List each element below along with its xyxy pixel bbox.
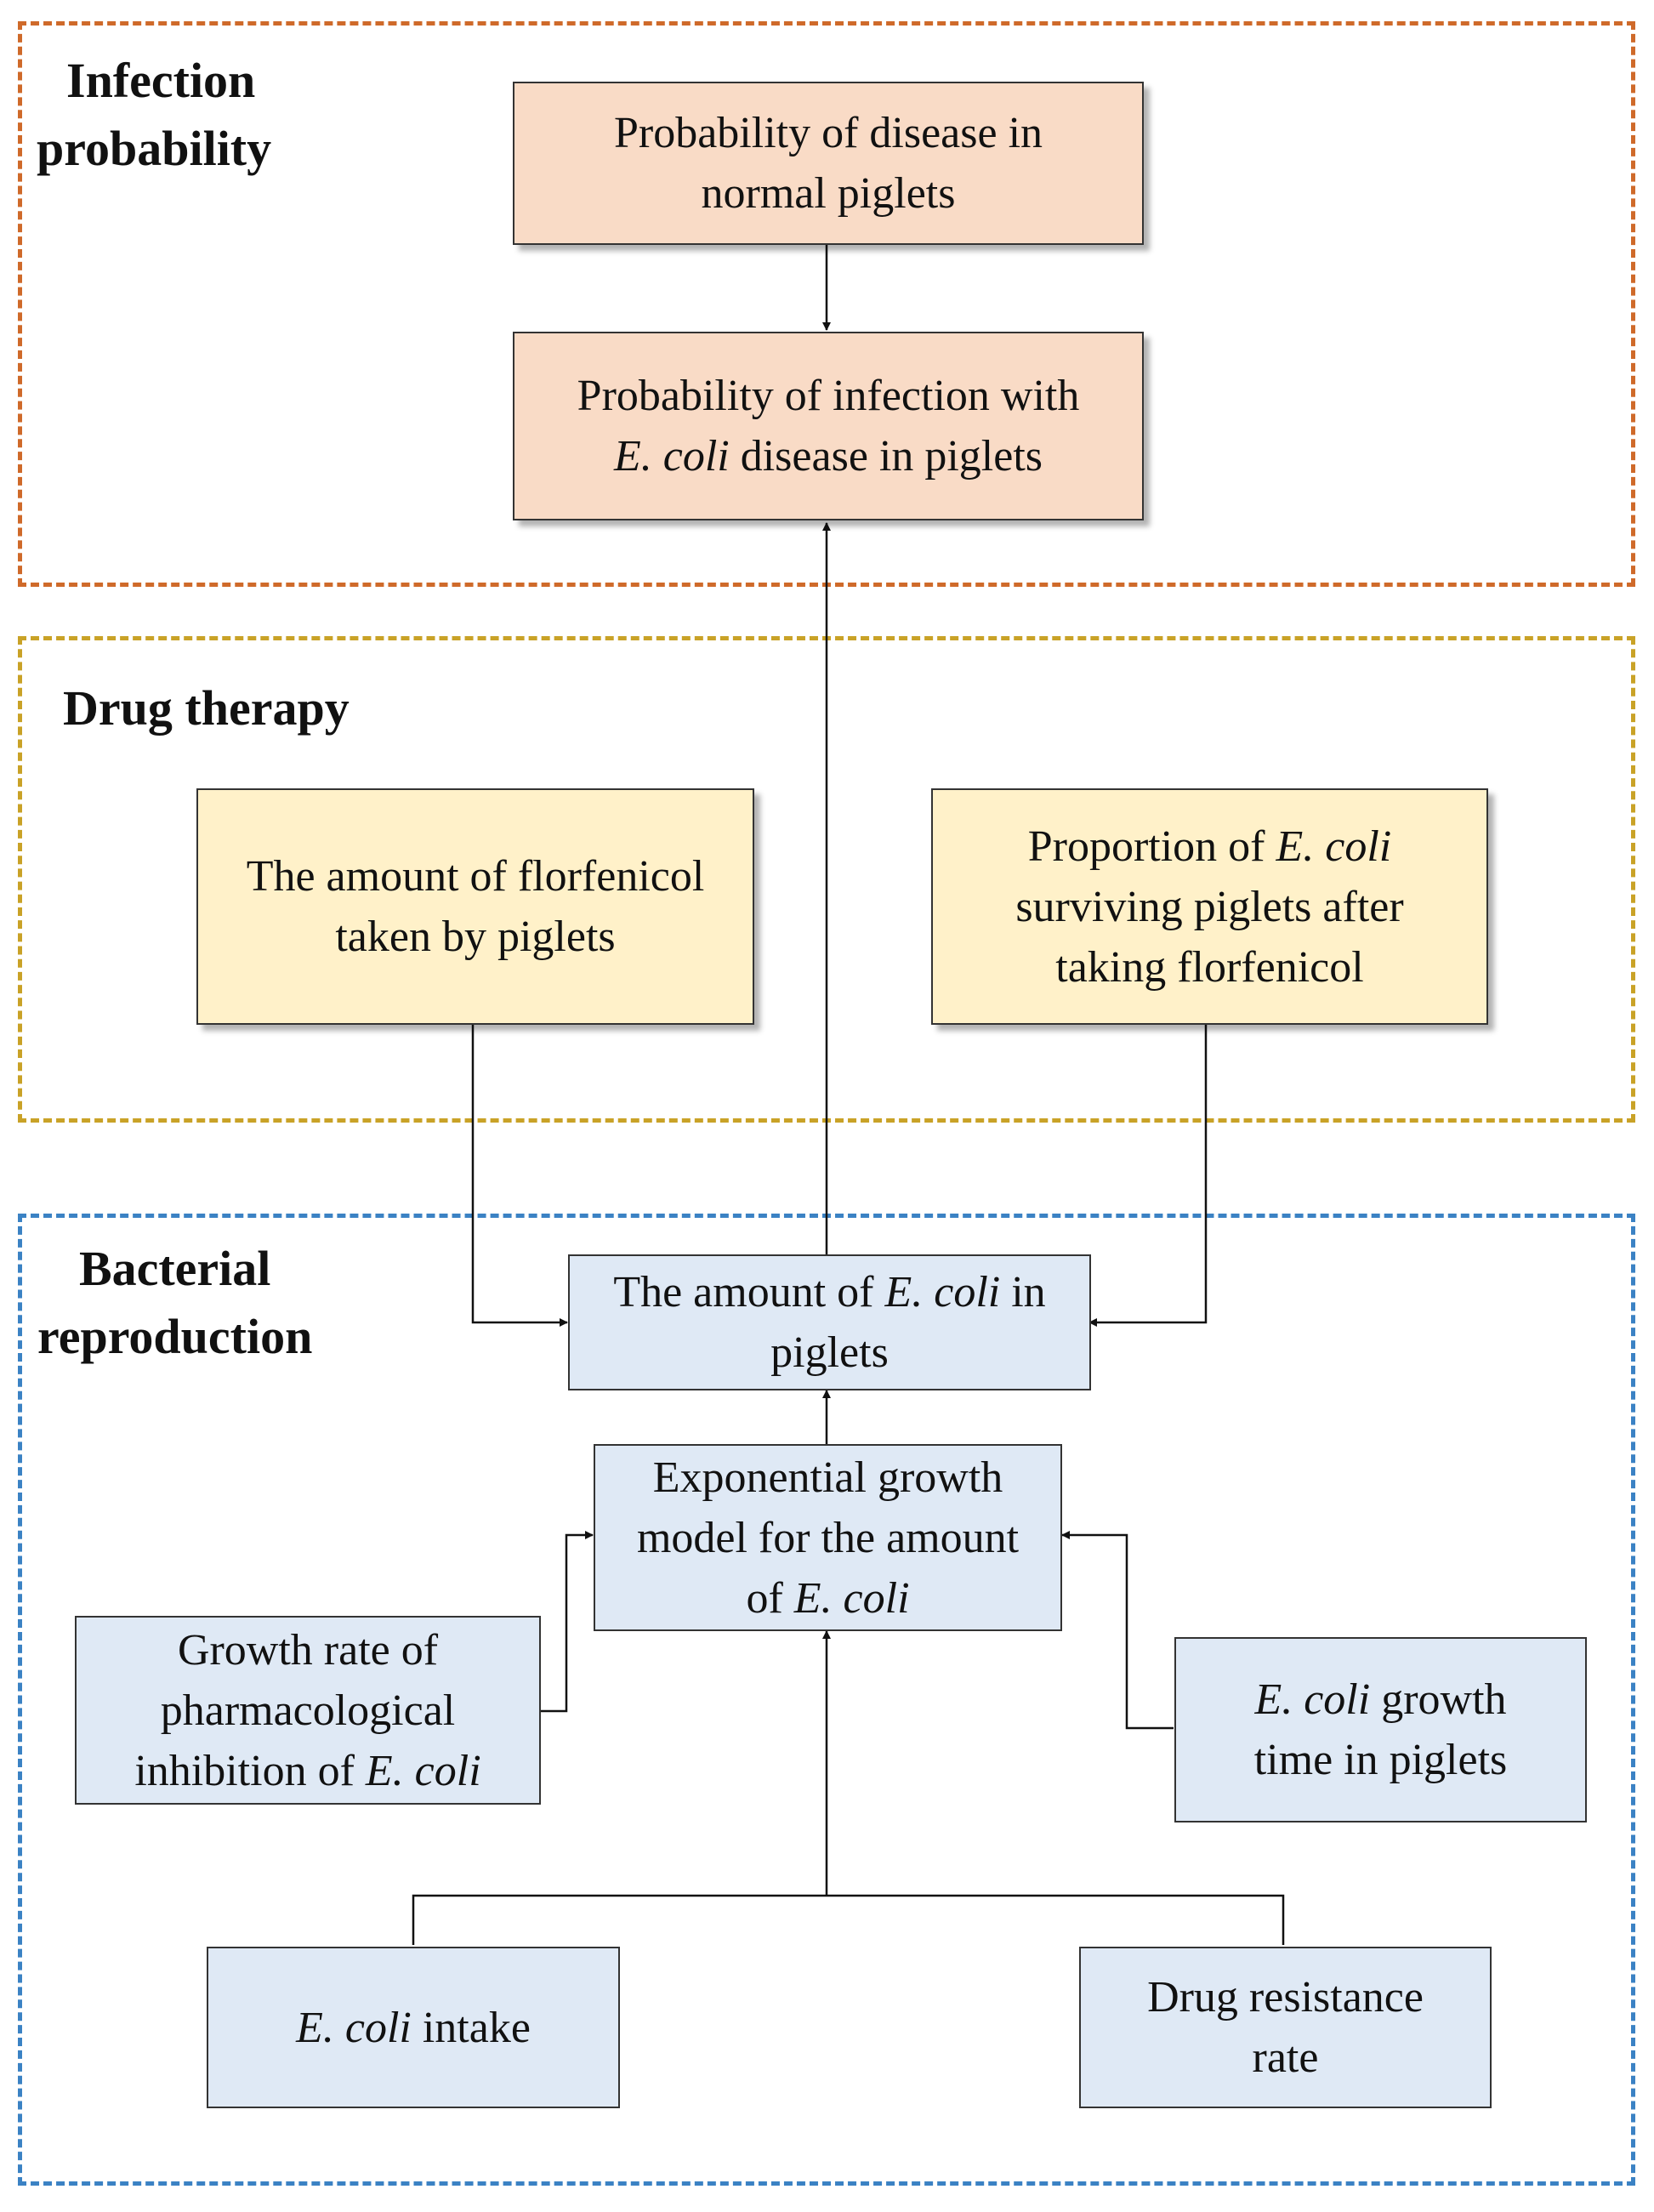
infection-prob-line2: E. coli disease in piglets [577, 426, 1080, 486]
growth-model-line3-italic: E. coli [793, 1573, 910, 1623]
surviving-line1-italic: E. coli [1276, 822, 1392, 871]
inhibition-line2: pharmacological [160, 1686, 456, 1735]
growth-time-italic: E. coli [1254, 1675, 1371, 1724]
bacteria-title-line2: reproduction [37, 1309, 313, 1364]
intake-italic: E. coli [296, 2003, 412, 2052]
inhibition-line3-text: inhibition of [134, 1746, 366, 1795]
growth-time-line2: time in piglets [1253, 1736, 1508, 1784]
inhibition-line1: Growth rate of [177, 1625, 439, 1675]
infection-probability-title: Infection probability [37, 47, 271, 183]
infection-prob-italic: E. coli [613, 432, 730, 480]
florfenicol-line1: The amount of florfenicol [246, 852, 705, 901]
surviving-line1: Proportion of E. coli [1015, 816, 1403, 877]
drug-therapy-title: Drug therapy [63, 680, 350, 736]
intake-rest: intake [411, 2003, 531, 2052]
infection-prob-line1: Probability of infection with [577, 372, 1080, 420]
normal-disease-line2: normal piglets [701, 169, 956, 218]
box-florfenicol-amount: The amount of florfenicol taken by pigle… [196, 788, 754, 1025]
inhibition-line3-italic: E. coli [365, 1746, 481, 1795]
infection-title-line1: Infection [66, 53, 256, 108]
growth-model-line3: of E. coli [637, 1568, 1019, 1629]
box-ecoli-intake: E. coli intake [207, 1947, 620, 2108]
box-drug-resistance: Drug resistance rate [1079, 1947, 1492, 2108]
growth-model-line3-text: of [746, 1573, 794, 1623]
surviving-line1-text: Proportion of [1027, 822, 1276, 871]
bacterial-reproduction-title: Bacterial reproduction [37, 1235, 312, 1371]
inhibition-line3: inhibition of E. coli [134, 1741, 480, 1801]
ecoli-amount-italic: E. coli [884, 1268, 1001, 1316]
ecoli-amount-text: The amount of [613, 1268, 885, 1316]
surviving-line3: taking florfenicol [1055, 942, 1364, 992]
growth-time-line1: E. coli growth [1254, 1669, 1508, 1730]
growth-model-line1: Exponential growth [652, 1453, 1003, 1502]
box-growth-time: E. coli growth time in piglets [1174, 1637, 1587, 1822]
box-inhibition-rate: Growth rate of pharmacological inhibitio… [75, 1616, 541, 1805]
growth-time-rest: growth [1370, 1675, 1507, 1724]
florfenicol-line2: taken by piglets [335, 913, 616, 961]
ecoli-amount-line1: The amount of E. coli in [613, 1262, 1045, 1322]
box-growth-model: Exponential growth model for the amount … [594, 1444, 1062, 1631]
box-probability-normal-piglets: Probability of disease in normal piglets [513, 82, 1144, 245]
infection-title-line2: probability [37, 121, 272, 176]
box-surviving-proportion: Proportion of E. coli surviving piglets … [931, 788, 1488, 1025]
box-probability-ecoli-infection: Probability of infection with E. coli di… [513, 332, 1144, 520]
resistance-line2: rate [1252, 2033, 1319, 2082]
box-ecoli-amount: The amount of E. coli in piglets [568, 1254, 1091, 1390]
growth-model-line2: model for the amount [636, 1513, 1020, 1562]
surviving-line2: surviving piglets after [1015, 882, 1404, 931]
bacteria-title-line1: Bacterial [78, 1241, 271, 1296]
resistance-line1: Drug resistance [1147, 1973, 1424, 2022]
normal-disease-line1: Probability of disease in [613, 109, 1043, 157]
ecoli-amount-rest: in [1000, 1268, 1046, 1316]
infection-prob-rest: disease in piglets [729, 432, 1043, 480]
intake-line: E. coli intake [296, 1998, 531, 2058]
ecoli-amount-line2: piglets [770, 1328, 889, 1377]
